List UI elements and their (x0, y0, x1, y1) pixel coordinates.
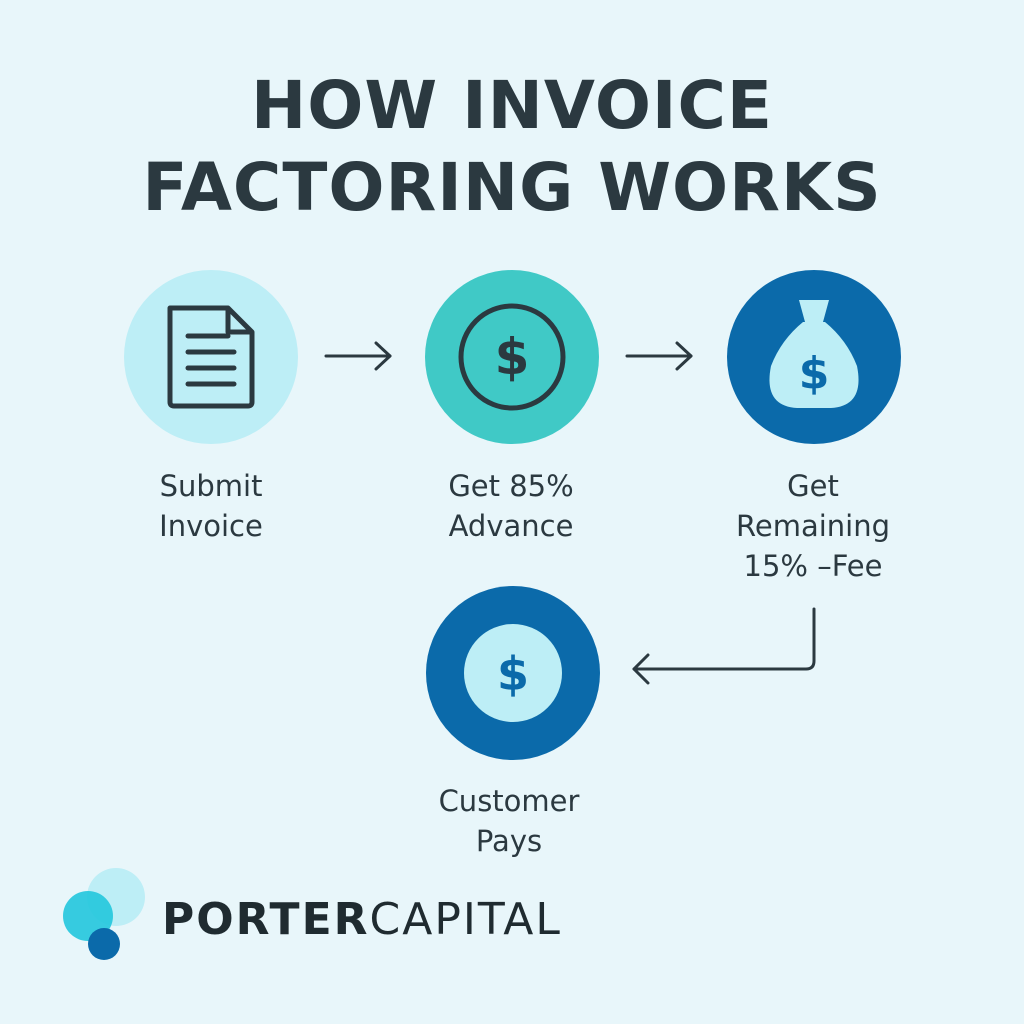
logo-mark-icon (63, 868, 145, 960)
step-submit-label-line: Invoice (159, 509, 263, 543)
document-icon (167, 305, 255, 409)
step-customer-label-line: Pays (475, 824, 543, 858)
svg-text:$: $ (497, 647, 529, 701)
logo-word-capital: CAPITAL (369, 894, 562, 945)
dollar-coin-icon: $ (458, 303, 566, 411)
step-submit-label: Submit Invoice (101, 466, 321, 546)
arrow-right-icon (324, 341, 392, 371)
arrow-return-icon (632, 607, 816, 685)
title-line-1: HOW INVOICE (250, 67, 774, 144)
step-remaining-circle: $ (727, 270, 901, 444)
logo-word-porter: PORTER (162, 894, 370, 945)
step-advance-circle: $ (425, 270, 599, 444)
step-customer-circle: $ (426, 586, 600, 760)
step-customer-label: Customer Pays (399, 781, 619, 861)
money-bag-icon: $ (769, 300, 859, 408)
step-submit-label-line: Submit (159, 469, 263, 503)
step-remaining-label-line: 15% –Fee (743, 549, 883, 583)
step-remaining-label-line: Get (787, 469, 839, 503)
svg-text:$: $ (495, 328, 530, 386)
step-customer-label-line: Customer (438, 784, 580, 818)
step-remaining-label: Get Remaining 15% –Fee (703, 466, 923, 586)
step-submit-circle (124, 270, 298, 444)
step-advance-label: Get 85% Advance (401, 466, 621, 546)
step-advance-label-line: Advance (448, 509, 574, 543)
svg-text:$: $ (799, 348, 830, 399)
dollar-coin-icon: $ (464, 624, 562, 722)
arrow-right-icon (625, 341, 693, 371)
logo-wordmark: PORTERCAPITAL (162, 894, 562, 946)
step-advance-label-line: Get 85% (448, 469, 574, 503)
title-line-2: FACTORING WORKS (142, 149, 882, 226)
step-remaining-label-line: Remaining (736, 509, 890, 543)
